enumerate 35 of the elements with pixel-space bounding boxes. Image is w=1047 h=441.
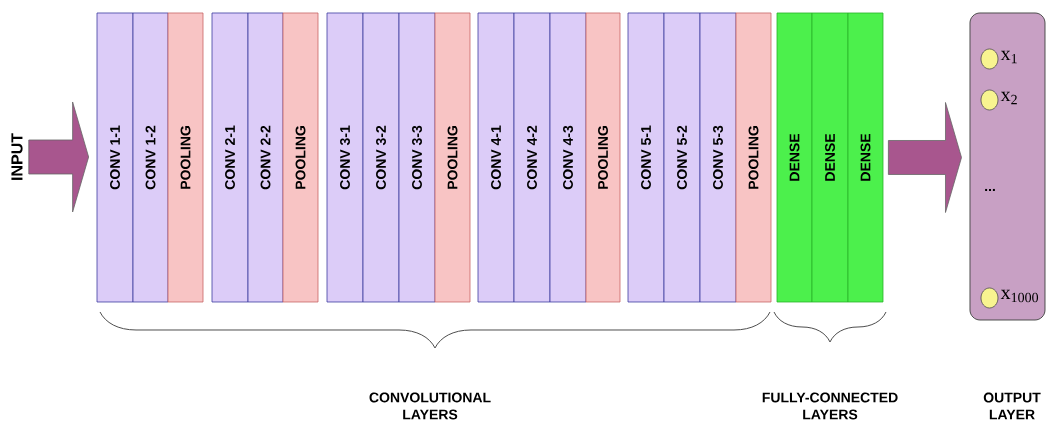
output-label: x$_{1}$ bbox=[1000, 50, 1017, 64]
conv-layer-box: CONV 4-2 bbox=[513, 12, 551, 303]
pooling-layer-box: POOLING bbox=[735, 12, 772, 303]
dots-label: ... bbox=[985, 188, 995, 192]
conv-layer-box: CONV 3-2 bbox=[362, 12, 400, 303]
conv-layer-box: CONV 2-2 bbox=[247, 12, 284, 303]
dense-layer-box: DENSE bbox=[776, 12, 813, 303]
conv-layer-box: CONV 5-3 bbox=[699, 12, 737, 303]
pooling-layer-box: POOLING bbox=[585, 12, 621, 303]
pooling-layer-box: POOLING bbox=[167, 12, 204, 303]
conv-layer-box: CONV 5-2 bbox=[663, 12, 701, 303]
neuron-circle bbox=[980, 89, 999, 111]
block-arrow bbox=[888, 102, 962, 213]
conv-layer-box: CONV 4-1 bbox=[477, 12, 515, 303]
output-label: x$_{1000}$ bbox=[1000, 289, 1039, 303]
group-label: FULLY-CONNECTED LAYERS bbox=[762, 392, 898, 420]
input-label: INPUT bbox=[11, 133, 23, 180]
conv-layer-box: CONV 3-1 bbox=[326, 12, 364, 303]
conv-layer-box: CONV 1-1 bbox=[96, 12, 134, 303]
pooling-layer-box: POOLING bbox=[434, 12, 471, 303]
pooling-layer-box: POOLING bbox=[282, 12, 319, 303]
conv-layer-box: CONV 2-1 bbox=[211, 12, 249, 303]
neuron-circle bbox=[980, 287, 999, 309]
neuron-circle bbox=[980, 48, 999, 70]
conv-layer-box: CONV 1-2 bbox=[132, 12, 169, 303]
group-label: CONVOLUTIONAL LAYERS bbox=[369, 392, 491, 420]
dense-layer-box: DENSE bbox=[847, 12, 884, 303]
conv-layer-box: CONV 3-3 bbox=[398, 12, 436, 303]
group-label: OUTPUT LAYER bbox=[983, 392, 1041, 420]
conv-layer-box: CONV 5-1 bbox=[627, 12, 665, 303]
output-layer-box bbox=[969, 12, 1046, 321]
dense-layer-box: DENSE bbox=[811, 12, 849, 303]
conv-layer-box: CONV 4-3 bbox=[549, 12, 587, 303]
block-arrow bbox=[28, 101, 89, 213]
output-label: x$_{2}$ bbox=[1000, 91, 1017, 105]
